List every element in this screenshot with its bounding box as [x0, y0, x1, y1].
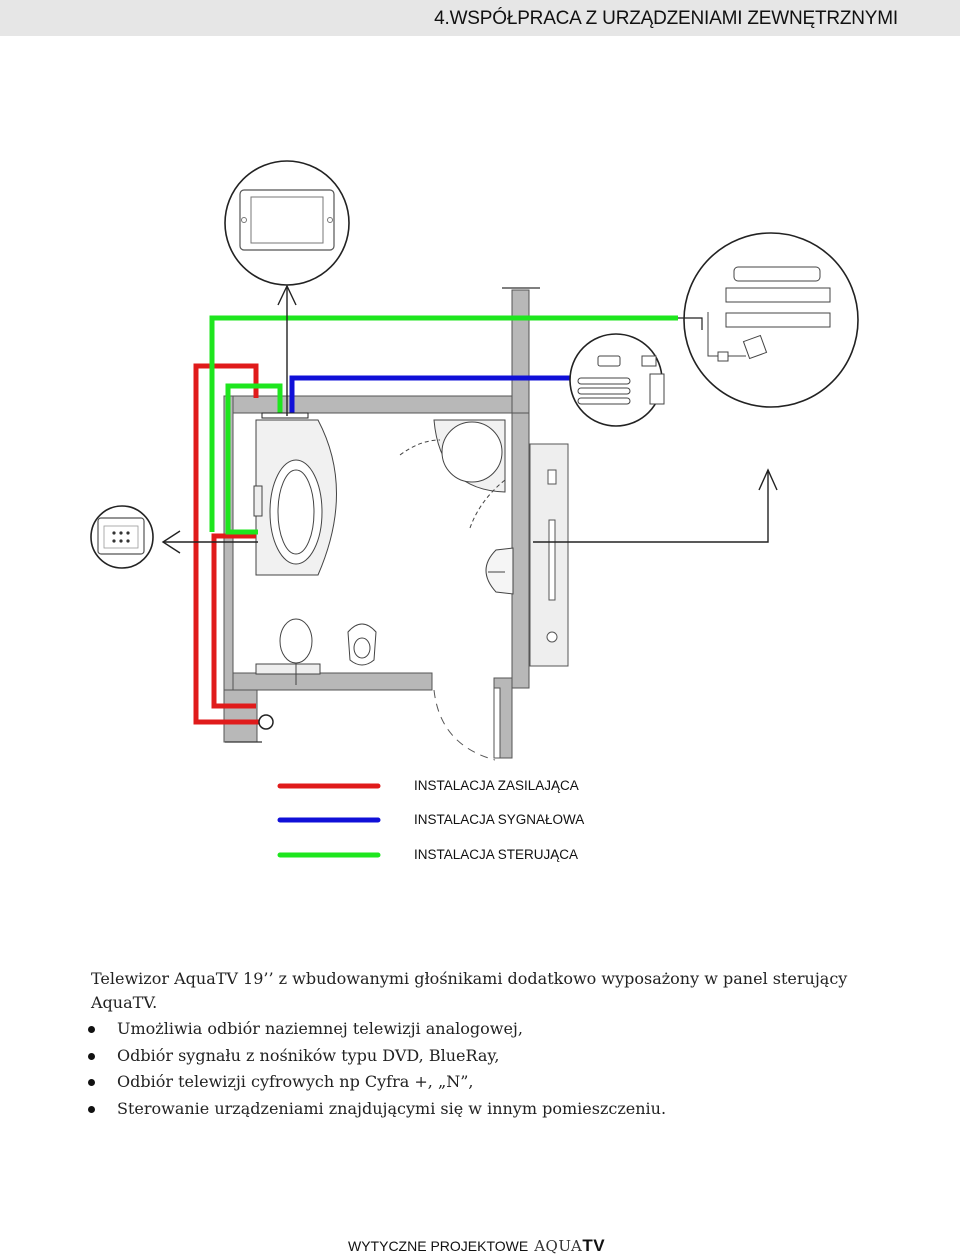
connection-arrows — [161, 284, 778, 554]
signal-line — [289, 375, 574, 416]
bathtub — [253, 419, 337, 576]
media-devices-icon — [683, 232, 859, 408]
aquatv-logo: AQUATV — [534, 1236, 606, 1255]
control-lines — [209, 315, 678, 535]
feature-list: Umożliwia odbiór naziemnej telewizji ana… — [88, 1016, 666, 1122]
legend-label-signal: INSTALACJA SYGNAŁOWA — [414, 812, 585, 827]
door — [433, 687, 501, 761]
page-title: 4.WSPÓŁPRACA Z URZĄDZENIAMI ZEWNĘTRZNYMI — [434, 8, 898, 29]
socket-icon — [258, 714, 274, 730]
list-item: Sterowanie urządzeniami znajdującymi się… — [88, 1096, 666, 1123]
list-item: Odbiór telewizji cyfrowych np Cyfra +, „… — [88, 1069, 666, 1096]
wall-bottom — [232, 672, 433, 691]
intro-text: Telewizor AquaTV 19’’ z wbudowanymi głoś… — [91, 969, 848, 1012]
toilet — [255, 618, 321, 685]
wall-right — [511, 412, 530, 689]
installation-plan — [90, 160, 859, 858]
bidet — [347, 623, 377, 666]
wall-top-right — [511, 289, 530, 414]
wall-bottom-left — [223, 689, 258, 743]
power-lines — [193, 363, 260, 725]
header-bar — [0, 0, 960, 36]
wall-cabinet — [529, 443, 569, 667]
tv-icon — [224, 160, 350, 286]
devices-link — [678, 317, 703, 330]
control-panel-icon — [90, 505, 154, 569]
legend-swatches — [277, 783, 381, 858]
legend-label-power: INSTALACJA ZASILAJĄCA — [414, 778, 579, 793]
av-connectors-icon — [569, 333, 665, 427]
shower-tray — [399, 419, 506, 529]
list-item: Odbiór sygnału z nośników typu DVD, Blue… — [88, 1043, 666, 1070]
list-item: Umożliwia odbiór naziemnej telewizji ana… — [88, 1016, 666, 1043]
footer: WYTYCZNE PROJEKTOWE AQUATV — [348, 1235, 605, 1257]
washbasin — [485, 547, 514, 595]
legend-label-control: INSTALACJA STERUJĄCA — [414, 847, 579, 862]
wall-top — [232, 395, 513, 414]
walls — [223, 289, 530, 759]
footer-text: WYTYCZNE PROJEKTOWE — [348, 1238, 529, 1254]
tv-mount — [261, 412, 309, 419]
